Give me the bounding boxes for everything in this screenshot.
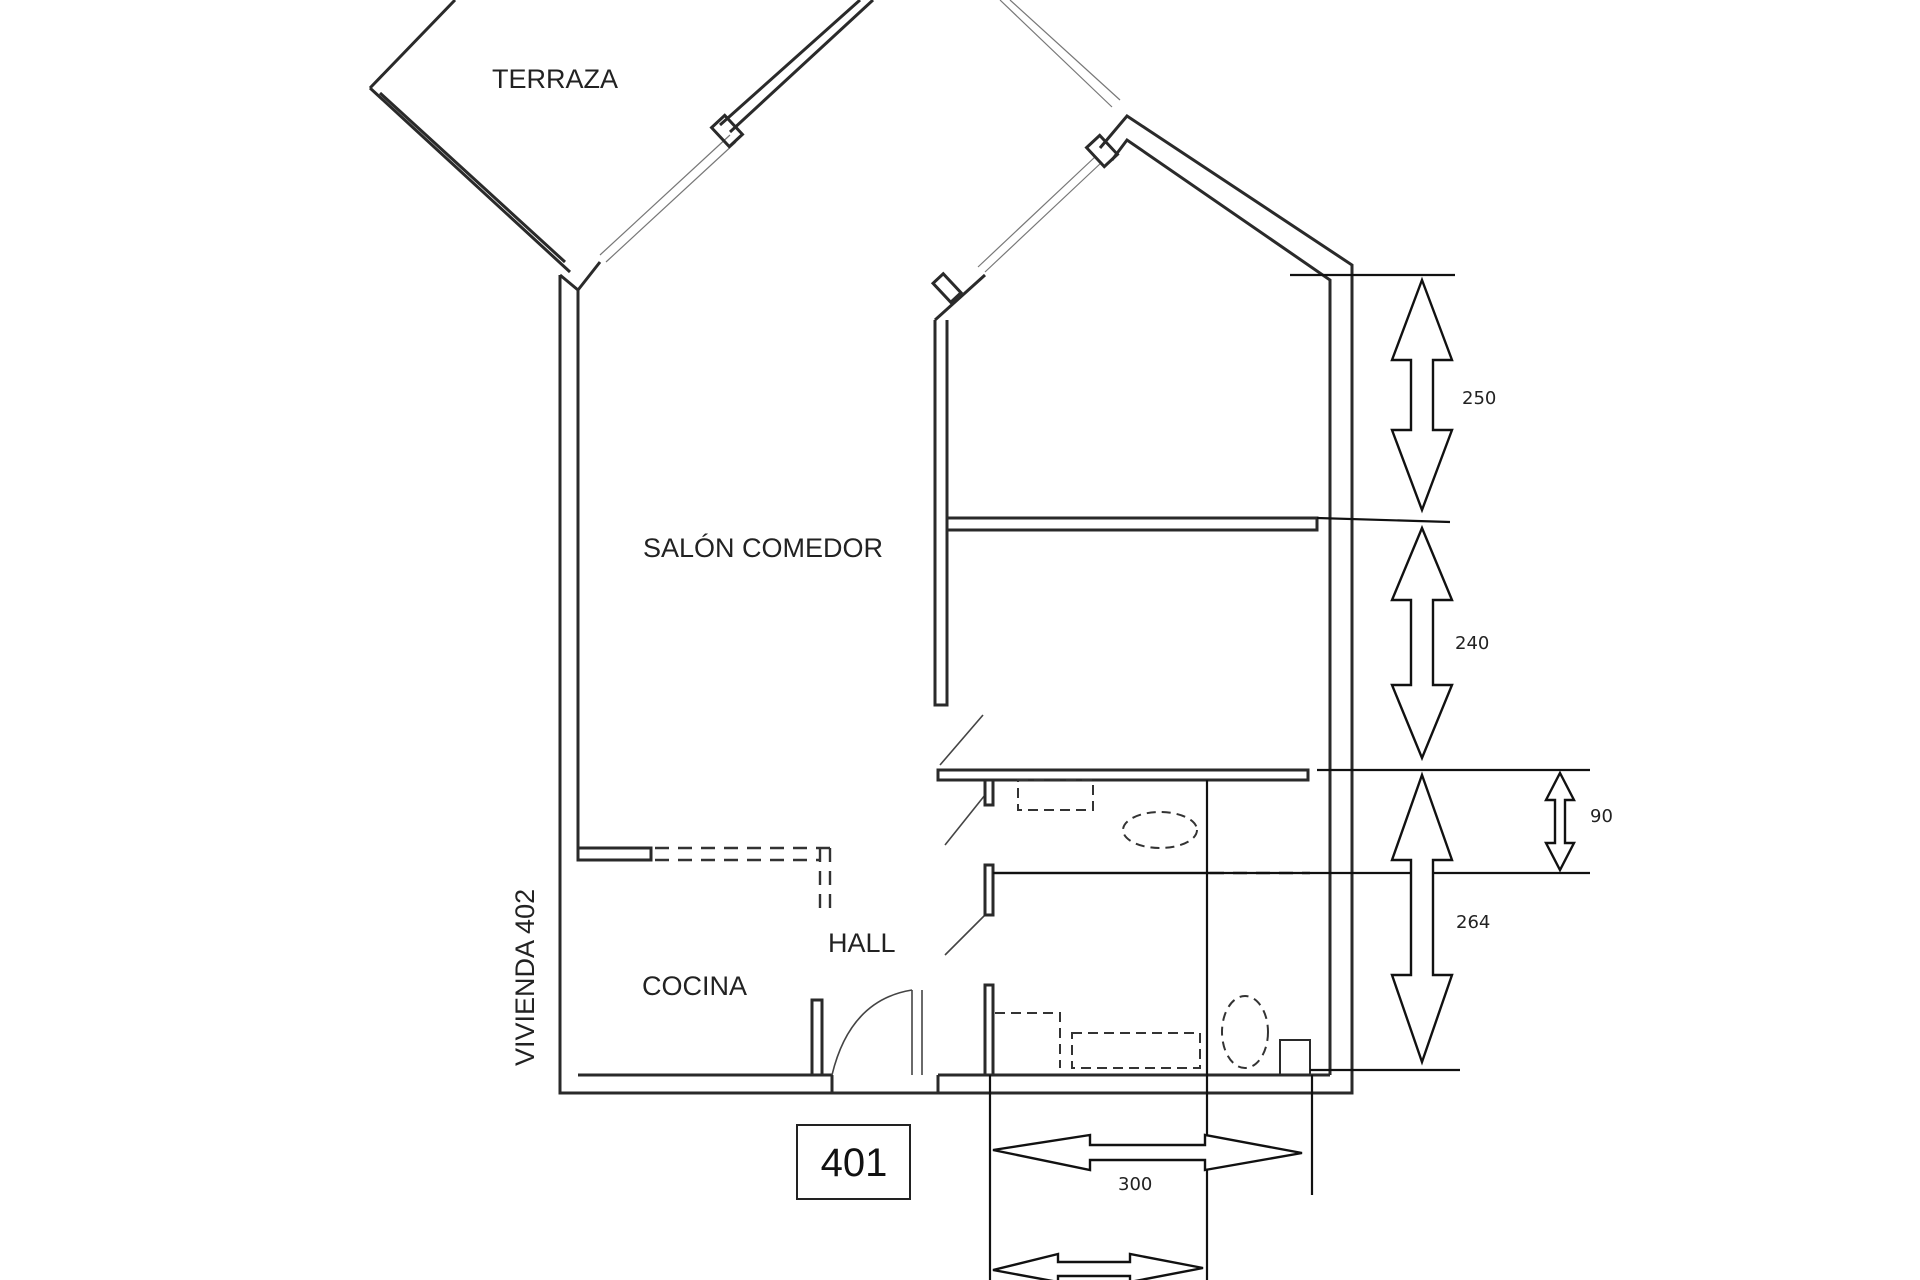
- top-window: [999, 0, 1113, 108]
- bedroom-partition: [945, 516, 1319, 532]
- right-window: [984, 161, 1103, 273]
- door-leaf: [944, 914, 986, 956]
- unit-number: 401: [821, 1141, 888, 1185]
- shower-tray: [1071, 1032, 1201, 1069]
- bath-wall-stub: [983, 778, 995, 807]
- toilet: [1221, 995, 1269, 1069]
- room-label-terraza: TERRAZA: [492, 64, 618, 94]
- bathroom-fixtures: [995, 779, 1311, 1076]
- top-window: [1009, 0, 1121, 101]
- dimensions: 250 240 90 264 300: [992, 273, 1613, 1280]
- terrace-window: [599, 134, 731, 256]
- outer-walls: [368, 0, 1354, 1095]
- terrace-window: [605, 141, 737, 263]
- kitchen-wall-stub: [810, 998, 824, 1077]
- room-labels: TERRAZA SALÓN COMEDOR HALL COCINA VIVIEN…: [492, 64, 896, 1066]
- door-leaf: [939, 714, 984, 766]
- dim-label-90: 90: [1590, 806, 1613, 827]
- unit-number-frame: [796, 1124, 911, 1200]
- right-exterior-wall-inner: [1110, 137, 1332, 1075]
- terraza-wall-right-inner: [728, 0, 875, 134]
- dim-arrow-90: [1544, 770, 1576, 873]
- dim-label-264: 264: [1456, 912, 1490, 933]
- room-label-hall: HALL: [828, 928, 896, 958]
- dim-arrow-264: [1390, 771, 1454, 1066]
- kitchen-top-wall: [576, 846, 653, 862]
- interior-walls: [576, 273, 1319, 1280]
- bath-wall-stub: [983, 863, 995, 917]
- bedroom-left-wall: [933, 320, 949, 707]
- bedroom-left-wall-cap: [933, 273, 987, 322]
- terraza-wall-right: [719, 0, 861, 127]
- mullion: [930, 271, 964, 305]
- right-exterior-wall: [938, 114, 1354, 1095]
- room-label-salon-comedor: SALÓN COMEDOR: [643, 532, 883, 563]
- bath-top-wall: [936, 768, 1310, 782]
- dim-label-250: 250: [1462, 388, 1496, 409]
- left-wall-junction: [559, 273, 579, 292]
- dim-arrow-bottom: [992, 1252, 1204, 1280]
- mullion: [1084, 133, 1120, 169]
- terraza-wall: [368, 0, 457, 90]
- dim-arrow-300: [992, 1133, 1303, 1172]
- terraza-wall-inner: [378, 91, 567, 264]
- left-wall-top: [576, 261, 602, 291]
- mullion: [709, 113, 745, 149]
- entrance-door-swing: [831, 989, 913, 1076]
- sink: [1122, 811, 1198, 849]
- counter: [995, 1012, 1061, 1068]
- unit-number-box: 401: [796, 1124, 911, 1200]
- bath-wall-stub: [983, 983, 995, 1077]
- cabinet: [1279, 1039, 1311, 1076]
- terraza-wall-left: [368, 86, 572, 274]
- right-window: [977, 155, 1097, 268]
- door-leaf: [944, 794, 986, 846]
- dim-label-240: 240: [1455, 633, 1489, 654]
- dim-extension-line: [1316, 516, 1451, 524]
- neighbor-label: VIVIENDA 402: [510, 889, 540, 1066]
- dim-arrow-250: [1390, 276, 1454, 514]
- left-exterior-wall: [558, 275, 938, 1095]
- dim-label-300: 300: [1118, 1174, 1152, 1195]
- room-label-cocina: COCINA: [642, 971, 747, 1001]
- bathtub: [1017, 779, 1094, 811]
- dim-arrow-240: [1390, 524, 1454, 762]
